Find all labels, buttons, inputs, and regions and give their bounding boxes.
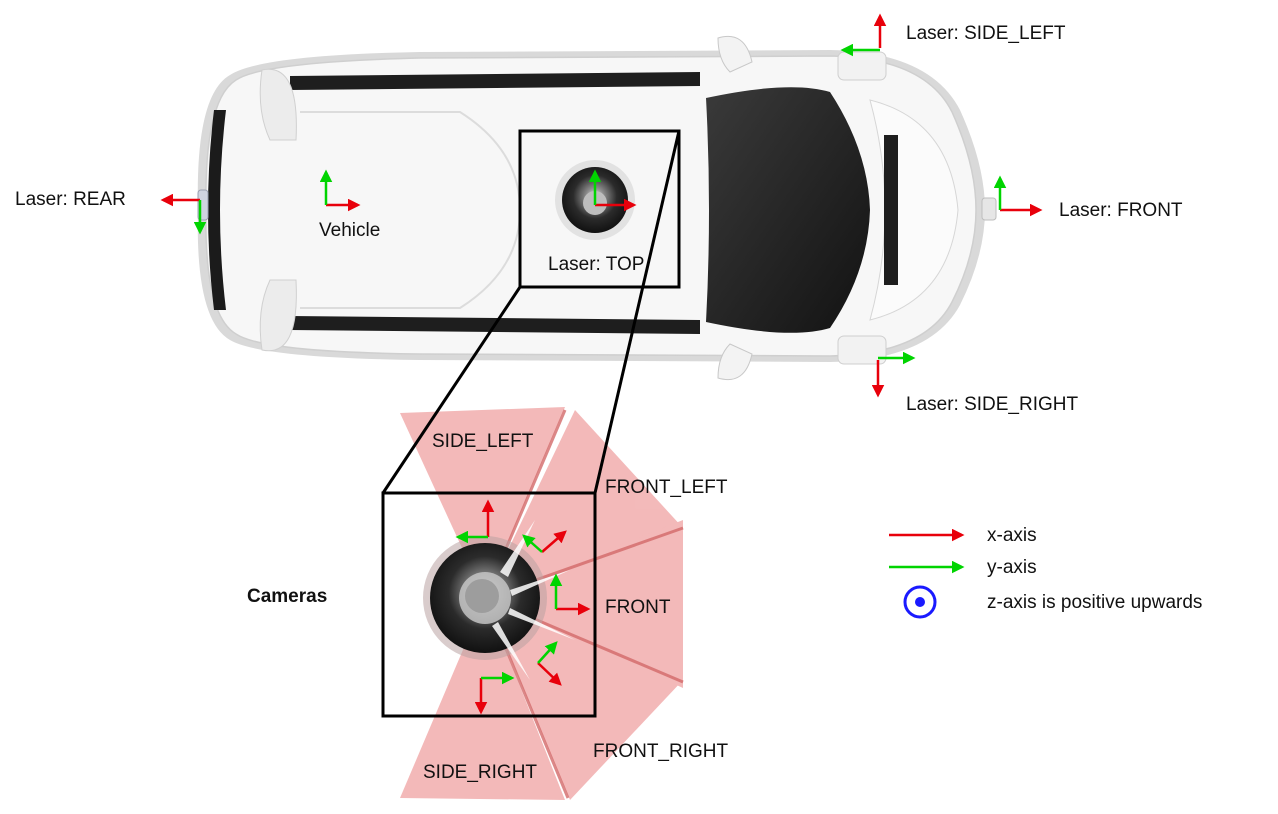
circle-dot-icon bbox=[903, 585, 937, 619]
label-cam-side-left: SIDE_LEFT bbox=[432, 431, 534, 452]
label-laser-top: Laser: TOP bbox=[548, 254, 644, 275]
legend-y-axis: y-axis bbox=[987, 557, 1037, 578]
legend: x-axis y-axis z-axis is positive upwards bbox=[889, 525, 1202, 619]
zoom-line-right bbox=[593, 130, 681, 494]
car-top-view-icon bbox=[197, 36, 997, 380]
label-laser-side-left: Laser: SIDE_LEFT bbox=[906, 23, 1066, 44]
label-cam-front-right: FRONT_RIGHT bbox=[593, 741, 729, 762]
label-cam-front: FRONT bbox=[605, 597, 671, 618]
label-vehicle: Vehicle bbox=[319, 220, 380, 241]
label-cam-side-right: SIDE_RIGHT bbox=[423, 762, 537, 783]
label-cameras: Cameras bbox=[247, 586, 327, 607]
top-laser-zoom-box bbox=[518, 129, 681, 289]
label-laser-front: Laser: FRONT bbox=[1059, 200, 1183, 221]
axes-group bbox=[160, 13, 1043, 715]
label-laser-rear: Laser: REAR bbox=[15, 189, 126, 210]
legend-z-axis: z-axis is positive upwards bbox=[987, 592, 1202, 613]
zoom-line-left bbox=[381, 286, 522, 494]
legend-x-axis: x-axis bbox=[987, 525, 1037, 546]
cameras-zoom-box bbox=[381, 491, 597, 718]
lidar-zoomed-icon bbox=[423, 536, 547, 660]
fov-side-right bbox=[400, 598, 565, 800]
fov-front-right bbox=[485, 598, 683, 800]
fov-front-left bbox=[485, 410, 683, 598]
label-cam-front-left: FRONT_LEFT bbox=[605, 477, 728, 498]
label-laser-side-right: Laser: SIDE_RIGHT bbox=[906, 394, 1078, 415]
